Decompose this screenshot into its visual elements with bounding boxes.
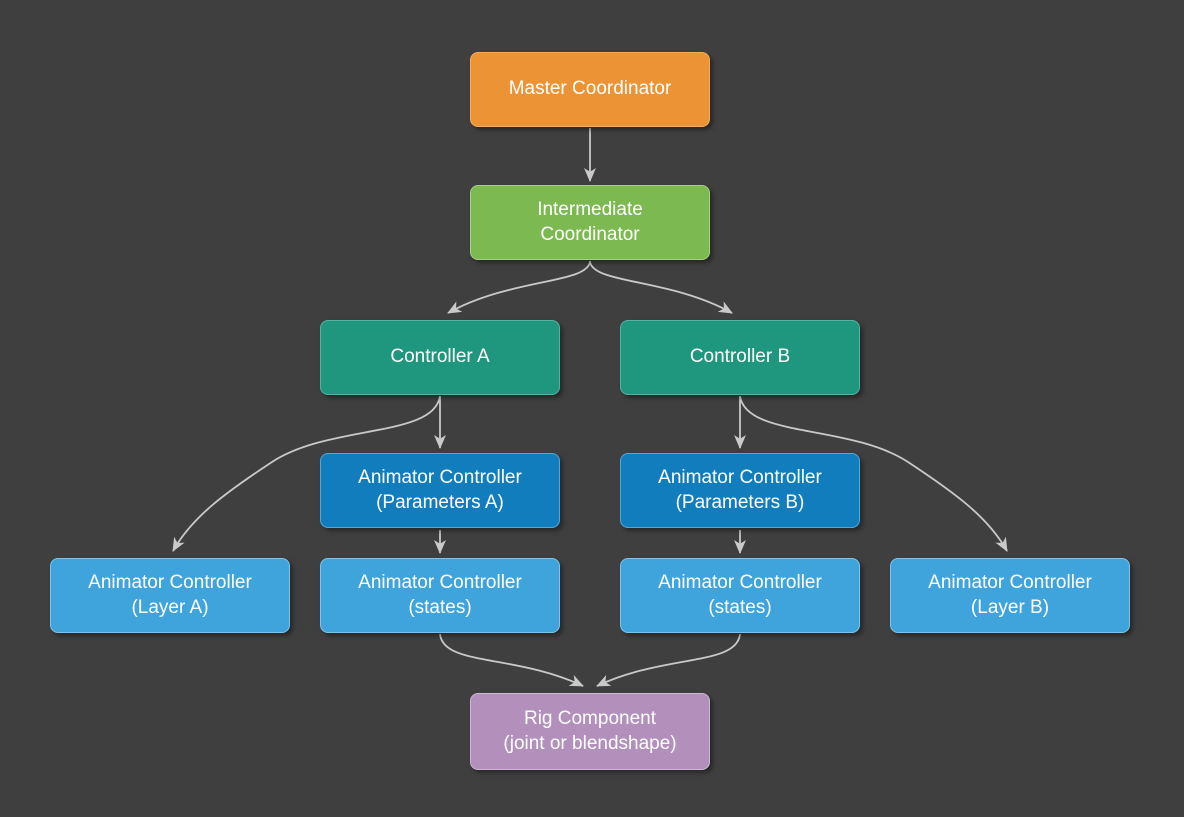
node-rig-component[interactable]: Rig Component (joint or blendshape) xyxy=(470,693,710,770)
node-label: Intermediate Coordinator xyxy=(537,199,643,245)
node-animator-controller-layer-a[interactable]: Animator Controller (Layer A) xyxy=(50,558,290,633)
edge-intermediate-to-controller-b xyxy=(589,260,733,314)
node-label: Animator Controller (states) xyxy=(658,572,822,618)
node-animator-controller-parameters-b[interactable]: Animator Controller (Parameters B) xyxy=(620,453,860,528)
node-label: Animator Controller (Layer B) xyxy=(928,572,1092,618)
node-label: Animator Controller (Parameters A) xyxy=(358,467,522,513)
node-master-coordinator[interactable]: Master Coordinator xyxy=(470,52,710,127)
node-label: Master Coordinator xyxy=(508,78,672,100)
node-animator-controller-parameters-a[interactable]: Animator Controller (Parameters A) xyxy=(320,453,560,528)
node-label: Controller A xyxy=(390,346,490,368)
node-controller-a[interactable]: Controller A xyxy=(320,320,560,395)
node-intermediate-coordinator[interactable]: Intermediate Coordinator xyxy=(470,185,710,260)
node-animator-controller-states-right[interactable]: Animator Controller (states) xyxy=(620,558,860,633)
node-label: Animator Controller (Parameters B) xyxy=(658,467,822,513)
node-label: Animator Controller (Layer A) xyxy=(88,572,252,618)
edge-states-right-to-rig xyxy=(596,633,741,687)
node-controller-b[interactable]: Controller B xyxy=(620,320,860,395)
node-animator-controller-layer-b[interactable]: Animator Controller (Layer B) xyxy=(890,558,1130,633)
edge-intermediate-to-controller-a xyxy=(447,260,591,314)
node-label: Animator Controller (states) xyxy=(358,572,522,618)
node-animator-controller-states-left[interactable]: Animator Controller (states) xyxy=(320,558,560,633)
node-label: Rig Component (joint or blendshape) xyxy=(503,708,677,754)
node-label: Controller B xyxy=(689,346,791,368)
edge-states-left-to-rig xyxy=(439,633,584,687)
